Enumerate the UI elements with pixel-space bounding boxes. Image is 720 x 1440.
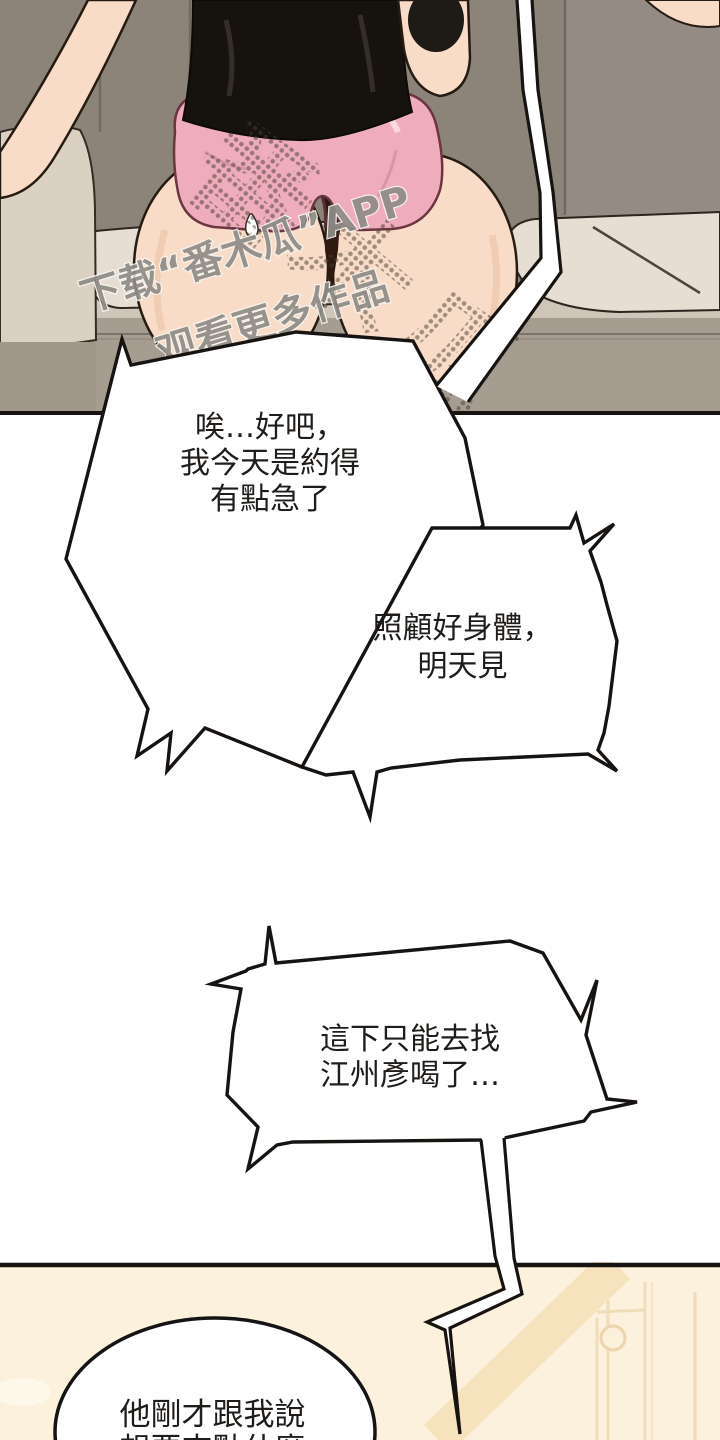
black-top	[181, 0, 414, 142]
other-person-arm	[0, 0, 138, 200]
speech-line: 我今天是約得	[180, 446, 360, 481]
speech-text-1: 唉…好吧， 我今天是約得 有點急了	[120, 410, 420, 518]
phone	[408, 0, 464, 52]
speech-line-partial: 想要來點什麼	[85, 1433, 340, 1440]
door-frame-line	[596, 1308, 646, 1314]
bubble3-tail-fill	[427, 1130, 522, 1434]
bubble1-tail-edge	[434, 0, 543, 388]
door-knob	[599, 1324, 627, 1352]
speech-text-3: 這下只能去找 江州彥喝了…	[265, 1022, 555, 1094]
speech-text-4: 他剛才跟我說 想要來點什麼	[85, 1398, 340, 1440]
speech-line: 明天見	[417, 649, 508, 684]
armrest-base	[0, 342, 96, 413]
speech-line: 江州彥喝了…	[320, 1058, 500, 1093]
shorts-crotch-line	[320, 195, 328, 229]
speech-text-2: 照顧好身體， 明天見	[320, 610, 605, 686]
shorts-crease	[204, 150, 247, 171]
sweat-drop	[244, 213, 259, 238]
speech-line: 照顧好身體，	[372, 611, 553, 646]
speech-line: 他剛才跟我說	[119, 1397, 306, 1433]
door-diagonal-beam	[423, 1262, 631, 1440]
speech-bubble-2	[299, 510, 619, 824]
bubble1-tail-fill	[436, 0, 561, 402]
top-highlight	[357, 14, 376, 93]
shorts-crease	[376, 149, 398, 197]
speech-line: 有點急了	[210, 482, 330, 517]
bubble3-tail-edge	[423, 1139, 506, 1435]
speech-line: 唉…好吧，	[195, 410, 345, 445]
speech-line: 這下只能去找	[320, 1022, 500, 1057]
bubble1-tail-edge	[466, 0, 563, 403]
floor-highlight	[0, 1378, 50, 1406]
top-panel: 番木瓜 下载“番木瓜”APP 观看更多作品	[0, 0, 720, 415]
bubble3-tail-edge	[448, 1137, 524, 1435]
top-highlight	[223, 19, 235, 97]
speech-bubble-4	[53, 1316, 377, 1440]
thigh-shading	[153, 228, 169, 331]
cushion-crease	[592, 225, 701, 295]
